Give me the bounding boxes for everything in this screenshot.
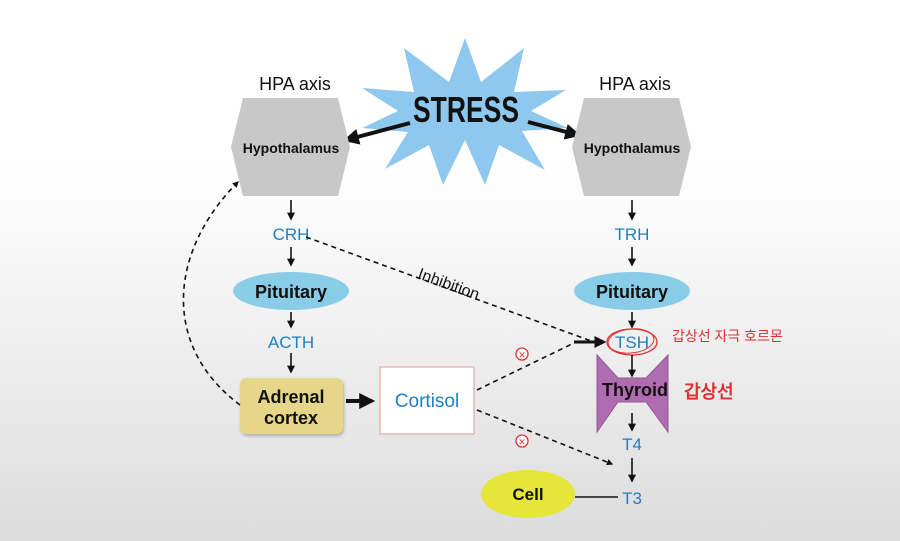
feedback-arrow-adrenal-to-hypothalamus bbox=[182, 181, 241, 406]
stress-starburst bbox=[362, 38, 568, 185]
tsh-korean-note: 갑상선 자극 호르몬 bbox=[672, 328, 783, 344]
thyroid-shape bbox=[596, 353, 669, 434]
inhibit-marker-lower bbox=[515, 434, 529, 448]
acth-label: ACTH bbox=[268, 333, 314, 352]
left-axis-title: HPA axis bbox=[259, 74, 331, 94]
left-pituitary-label: Pituitary bbox=[255, 282, 327, 302]
stress-arrow-right bbox=[527, 120, 582, 140]
right-axis-title: HPA axis bbox=[599, 74, 671, 94]
adrenal-label-line1: Adrenal bbox=[257, 387, 324, 407]
adrenal-label-line2: cortex bbox=[264, 408, 318, 428]
inhibit-marker-upper-symbol: ✕ bbox=[518, 350, 526, 360]
inhibition-arrow-cortisol-to-tsh bbox=[476, 341, 577, 391]
cortisol-box bbox=[379, 366, 475, 435]
left-pituitary-ellipse bbox=[233, 272, 349, 310]
inhibition-label: Inhibition bbox=[416, 266, 482, 304]
thyroid-label: Thyroid bbox=[602, 380, 668, 400]
right-hypothalamus-hexagon bbox=[572, 98, 691, 196]
tsh-highlight-circle-2 bbox=[607, 328, 655, 354]
cortisol-label: Cortisol bbox=[395, 391, 459, 412]
tsh-label: TSH bbox=[615, 333, 649, 352]
inhibition-arrow-cortisol-to-t4 bbox=[476, 409, 614, 466]
thyroid-korean-note: 갑상선 bbox=[684, 382, 734, 402]
adrenal-cortex-box bbox=[240, 378, 343, 434]
t4-label: T4 bbox=[622, 435, 642, 454]
trh-label: TRH bbox=[615, 225, 650, 244]
crh-label: CRH bbox=[273, 225, 310, 244]
left-hypothalamus-hexagon bbox=[231, 98, 350, 196]
right-hypothalamus-label: Hypothalamus bbox=[584, 140, 681, 156]
cell-ellipse bbox=[481, 470, 575, 518]
right-pituitary-ellipse bbox=[574, 272, 690, 310]
inhibition-arrow-crh-to-tsh bbox=[305, 236, 595, 343]
stress-label: STRESS bbox=[413, 89, 519, 130]
stress-arrow-left bbox=[342, 121, 411, 145]
left-hypothalamus-label: Hypothalamus bbox=[243, 140, 340, 156]
inhibit-marker-lower-symbol: ✕ bbox=[518, 437, 526, 447]
t3-label: T3 bbox=[622, 489, 642, 508]
inhibit-marker-upper bbox=[515, 347, 529, 361]
right-pituitary-label: Pituitary bbox=[596, 282, 668, 302]
cell-label: Cell bbox=[512, 485, 543, 504]
